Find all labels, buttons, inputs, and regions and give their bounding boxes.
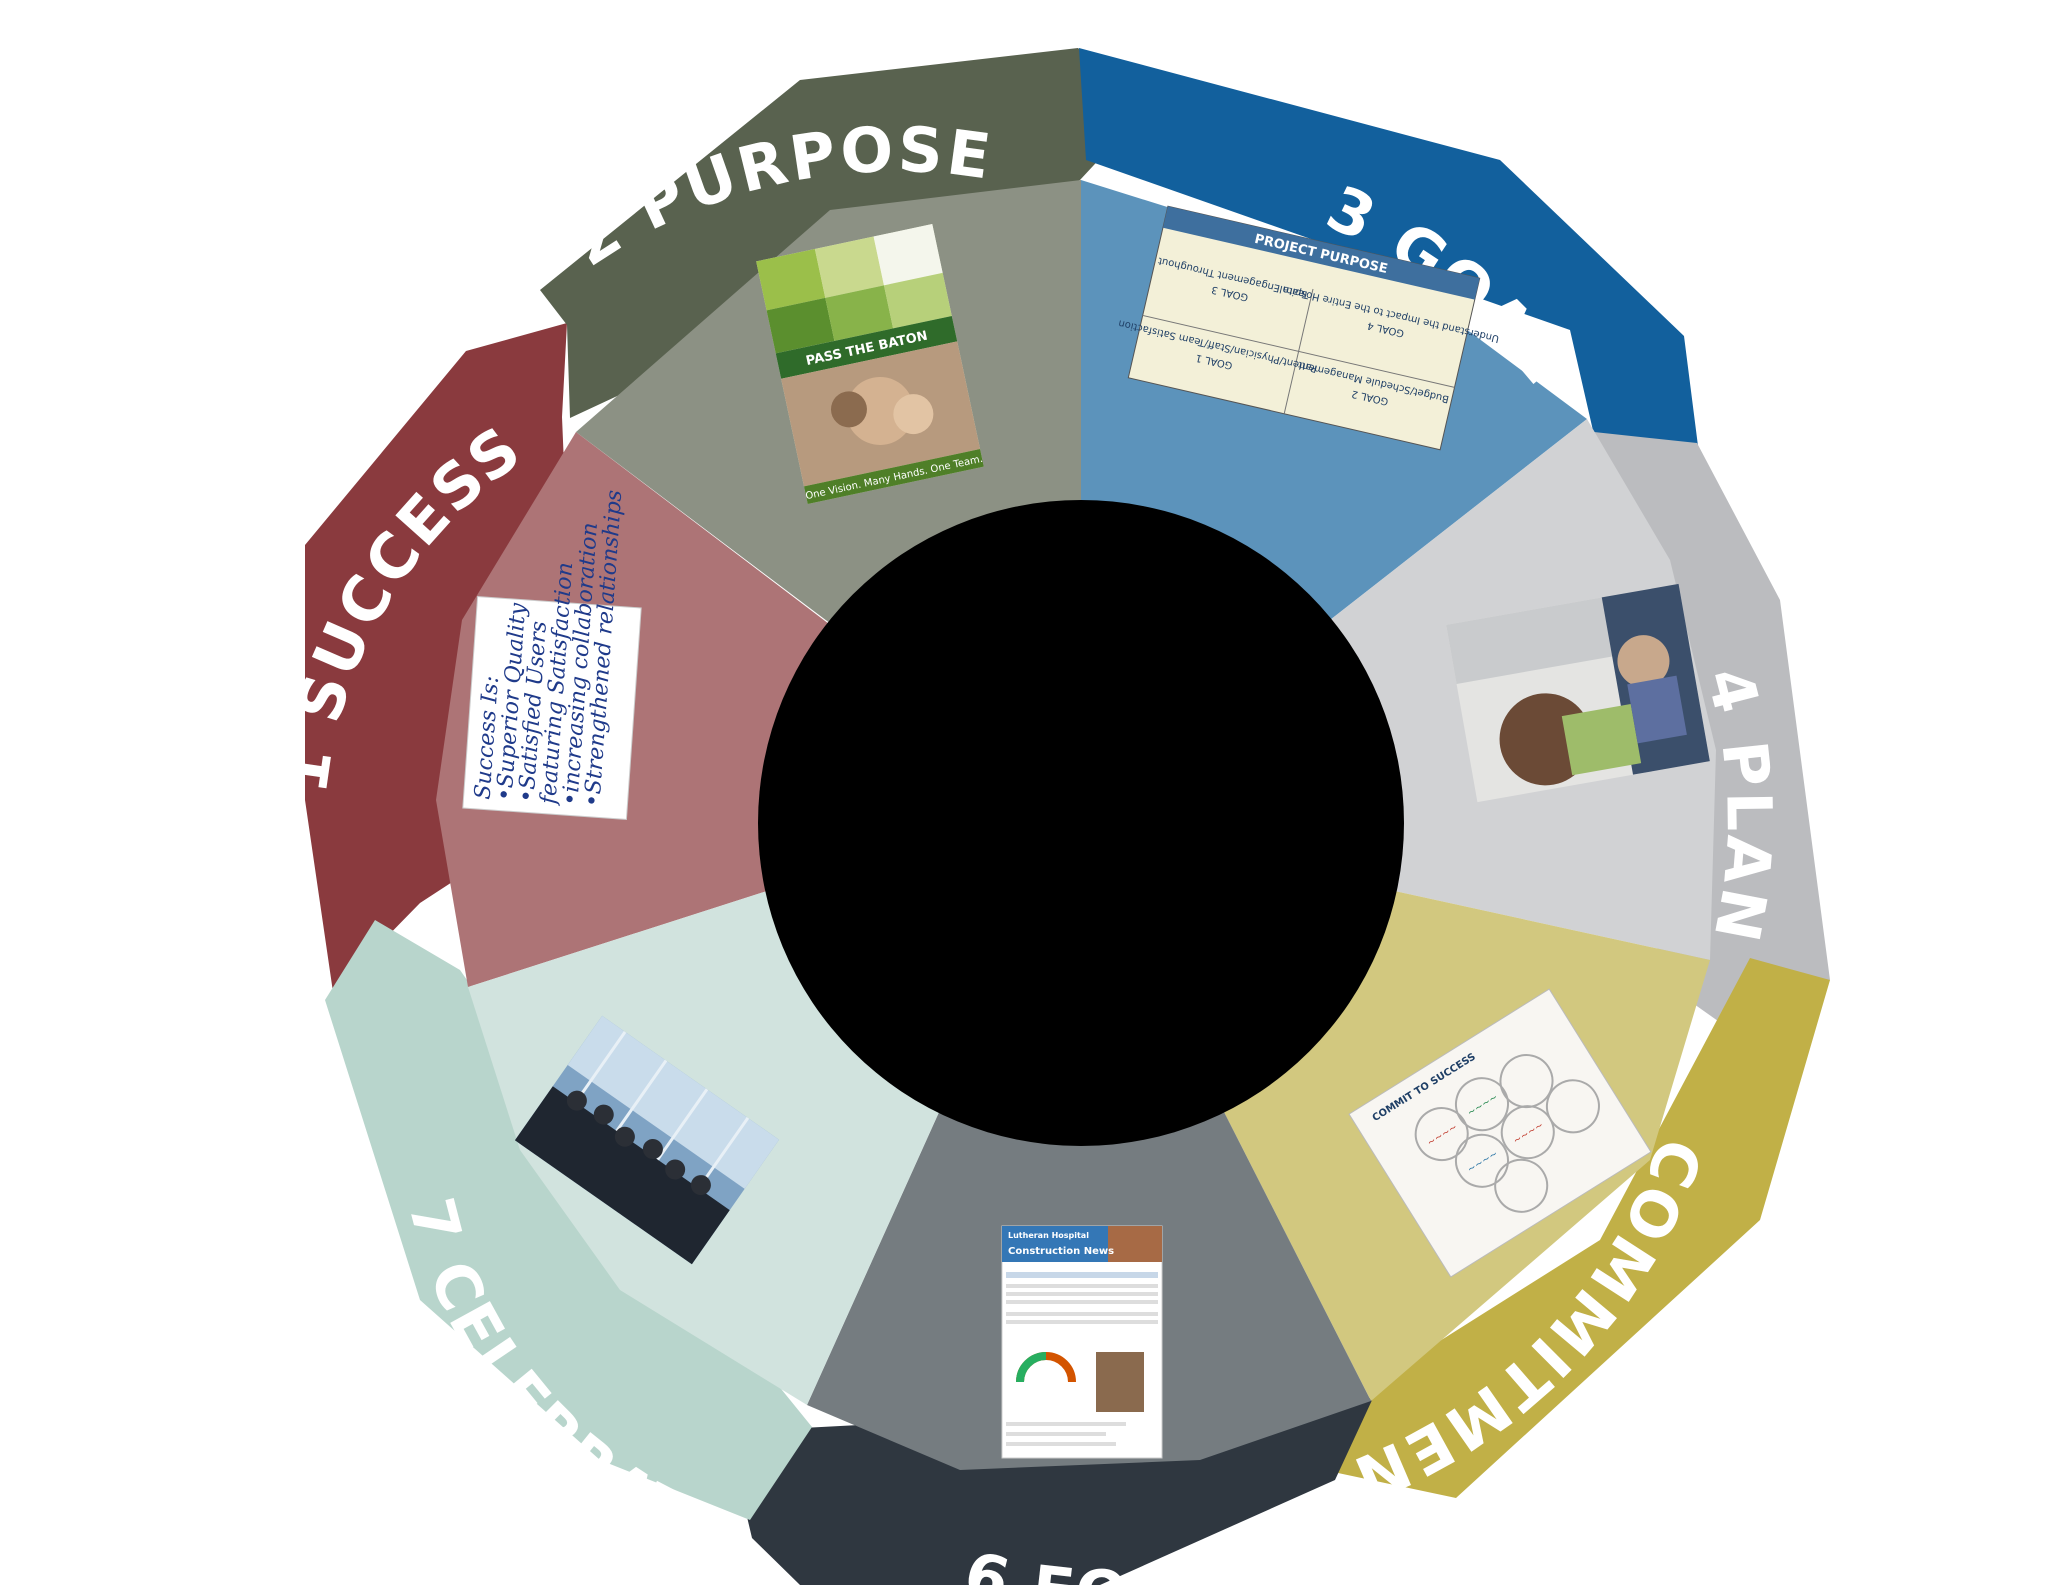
center-disc xyxy=(758,500,1404,1146)
newsletter-masthead: Lutheran Hospital xyxy=(1008,1231,1089,1240)
construction-newsletter-image: Lutheran Hospital Construction News xyxy=(1002,1226,1162,1458)
newsletter-name: Construction News xyxy=(1008,1246,1114,1257)
